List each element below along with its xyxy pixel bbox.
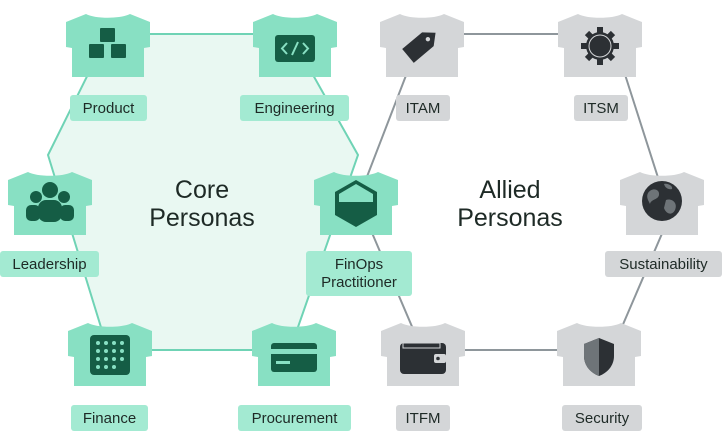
- persona-label: ITSM: [583, 100, 619, 117]
- persona-security: Security: [557, 323, 642, 431]
- persona-label: ITFM: [406, 410, 441, 427]
- persona-label: Procurement: [252, 410, 339, 427]
- persona-procurement: Procurement: [238, 323, 351, 431]
- persona-sustainability: Sustainability: [605, 172, 722, 277]
- persona-leadership: Leadership: [0, 172, 99, 277]
- center-label-line1: FinOps: [335, 256, 383, 273]
- shield-icon: [584, 338, 614, 376]
- persona-engineering: Engineering: [240, 14, 349, 121]
- persona-finance: Finance: [68, 323, 152, 431]
- boxes-icon: [89, 28, 126, 58]
- gear-icon: [581, 27, 619, 65]
- tag-icon: [402, 32, 436, 63]
- persona-label: Product: [83, 100, 136, 117]
- persona-label: ITAM: [406, 100, 441, 117]
- persona-itam: ITAM: [380, 14, 464, 121]
- allied-title: Allied: [479, 176, 540, 204]
- persona-label: Sustainability: [619, 256, 708, 273]
- persona-finops-practitioner: FinOps Practitioner: [306, 172, 412, 296]
- globe-icon: [642, 181, 682, 221]
- badge-icon: [335, 180, 377, 227]
- core-title: Core: [175, 176, 229, 204]
- center-label-line2: Practitioner: [321, 274, 397, 291]
- persona-label: Leadership: [12, 256, 86, 273]
- persona-label: Engineering: [254, 100, 334, 117]
- persona-itfm: ITFM: [381, 323, 465, 431]
- wallet-icon: [400, 342, 446, 374]
- core-title-line2: Personas: [149, 204, 255, 232]
- team-icon: [26, 182, 74, 222]
- credit-card-icon: [271, 343, 317, 372]
- persona-product: Product: [66, 14, 150, 121]
- persona-label: Finance: [83, 410, 136, 427]
- calculator-icon: [90, 335, 130, 375]
- code-icon: [275, 35, 315, 62]
- persona-label: Security: [575, 410, 630, 427]
- persona-itsm: ITSM: [558, 14, 642, 121]
- allied-title-line2: Personas: [457, 204, 563, 232]
